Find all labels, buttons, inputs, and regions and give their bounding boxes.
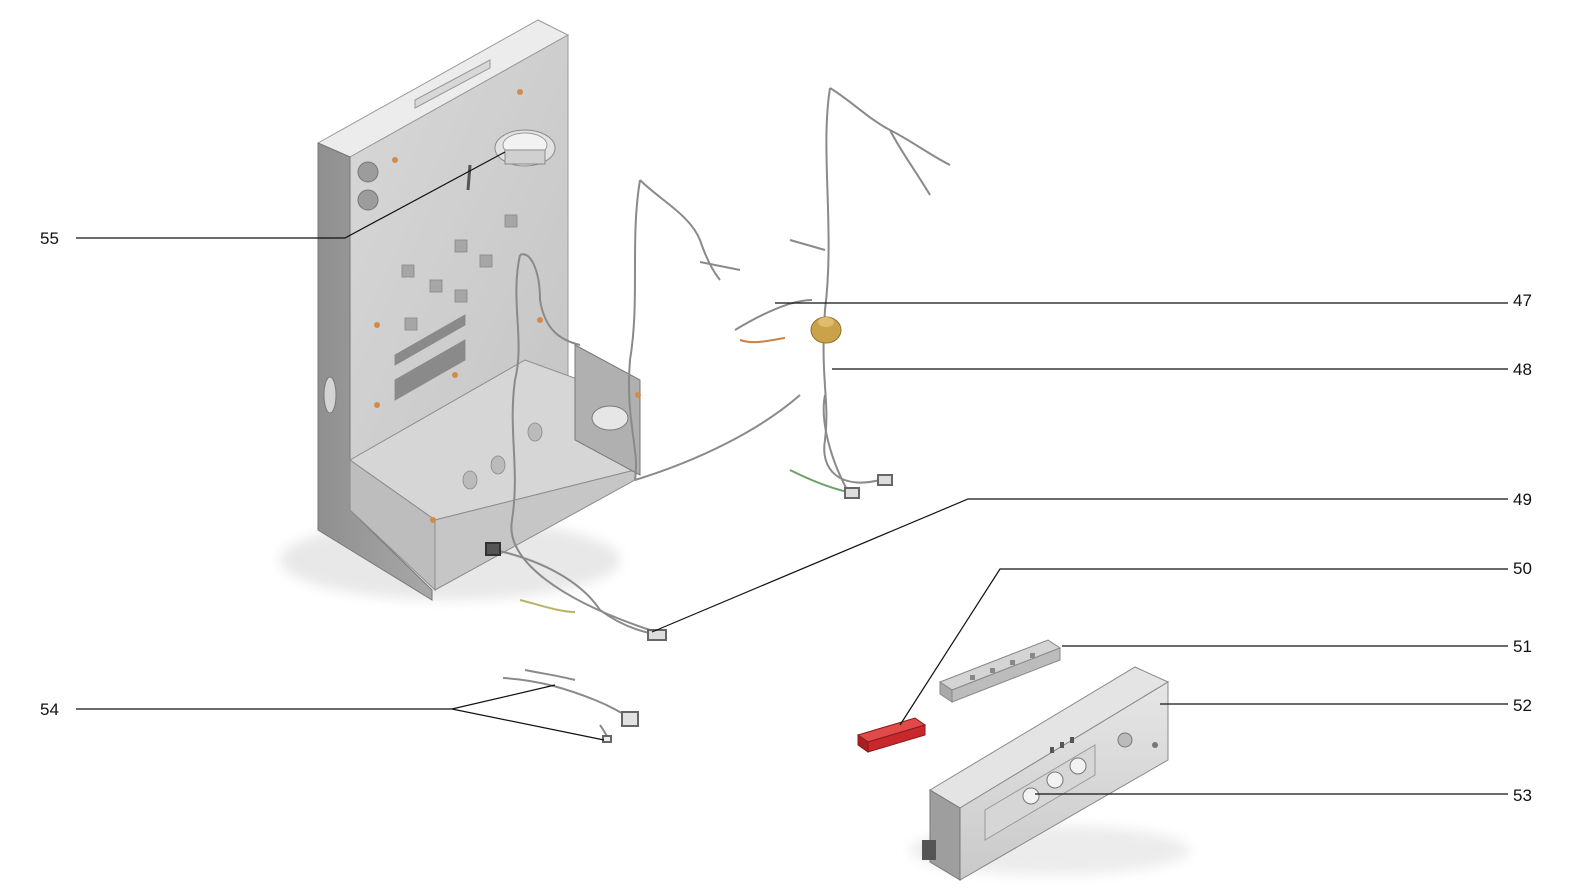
wiring-harness-54 [502, 669, 639, 743]
callout-54: 54 [40, 700, 59, 719]
leader-54a [76, 684, 556, 710]
callout-48: 48 [1513, 360, 1532, 379]
leader-49 [651, 498, 1508, 633]
cover-strip-51 [938, 639, 1062, 703]
red-connector-50 [856, 717, 927, 753]
callout-51: 51 [1513, 637, 1532, 656]
leader-54b [451, 708, 605, 741]
frame-left-flange [317, 142, 433, 601]
wiring-harness-48 [789, 87, 951, 499]
callout-53: 53 [1513, 786, 1532, 805]
callout-47: 47 [1513, 291, 1532, 310]
leader-lines [76, 151, 1508, 795]
chassis-frame [280, 19, 641, 601]
wiring-harness-49 [485, 253, 667, 641]
pressure-switch-55 [466, 129, 556, 191]
control-box-52 [910, 666, 1190, 881]
leader-50 [899, 568, 1508, 726]
control-knobs-53 [1022, 757, 1087, 805]
grommet-48 [810, 316, 842, 344]
callout-52: 52 [1513, 696, 1532, 715]
leader-55 [76, 151, 506, 239]
wiring-harness-47 [627, 179, 813, 481]
callout-50: 50 [1513, 559, 1532, 578]
callout-49: 49 [1513, 490, 1532, 509]
callout-55: 55 [40, 229, 59, 248]
